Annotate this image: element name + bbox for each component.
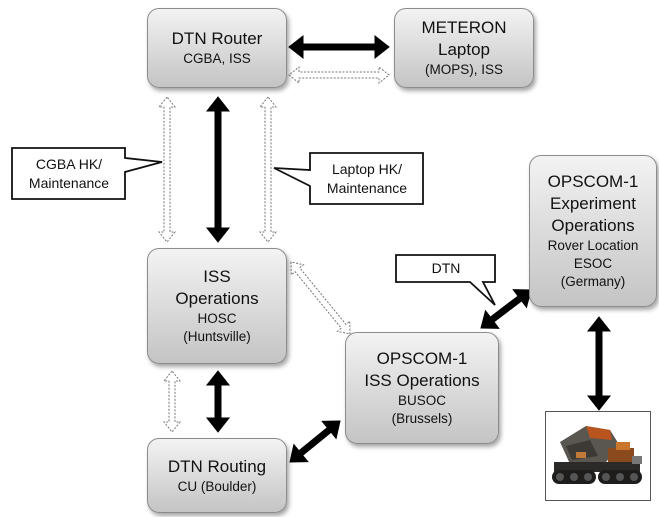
callout-laptop-bubble — [273, 152, 424, 205]
opscom-iss-sub-1: BUSOC — [397, 393, 446, 408]
arrow-iss-ops-dtn-routing — [205, 370, 231, 433]
dtn-routing-sub: CU (Boulder) — [177, 478, 257, 494]
meteron-laptop-box: METERON Laptop (MOPS), ISS — [394, 8, 534, 88]
callout-laptop-line-1: Laptop HK/ — [331, 161, 403, 177]
callout-dtn-bubble — [395, 254, 496, 306]
opscom-exp-title-3: Operations — [551, 216, 635, 235]
callout-dtn-text: DTN — [431, 260, 461, 276]
opscom-exp-sub-3: (Germany) — [560, 274, 626, 289]
opscom-iss-title-2: ISS Operations — [364, 371, 480, 390]
iss-ops-title-1: ISS — [203, 267, 231, 286]
iss-operations-box: ISS Operations HOSC (Huntsville) — [147, 248, 287, 364]
meteron-sub: (MOPS), ISS — [424, 62, 503, 77]
arrow-router-meteron-hk — [288, 65, 390, 85]
rover-icon — [546, 412, 649, 499]
arrow-busoc-dtn-routing — [289, 420, 341, 463]
dtn-router-sub: CGBA, ISS — [183, 51, 251, 66]
arrow-router-meteron — [288, 34, 390, 60]
dtn-router-box: DTN Router CGBA, ISS — [147, 8, 287, 88]
opscom-iss-sub-2: (Brussels) — [391, 411, 453, 426]
arrow-router-iss-ops — [205, 96, 231, 243]
callout-dtn: DTN — [398, 259, 494, 278]
arrow-iss-ops-dtn-routing-secondary — [162, 370, 182, 433]
opscom-exp-title-1: OPSCOM-1 — [547, 172, 639, 191]
iss-ops-sub-2: (Huntsville) — [183, 329, 251, 344]
callout-laptop-line-2: Maintenance — [326, 180, 408, 196]
callout-cgba-bubble — [11, 147, 163, 200]
dtn-routing-box: DTN Routing CU (Boulder) — [147, 438, 287, 513]
opscom-exp-sub-2: ESOC — [573, 256, 613, 271]
callout-cgba-line-1: CGBA HK/ — [35, 156, 103, 172]
callout-laptop: Laptop HK/ Maintenance — [312, 160, 422, 198]
arrow-router-iss-ops-cgba — [157, 96, 177, 243]
opscom-experiment-box: OPSCOM-1 Experiment Operations Rover Loc… — [529, 155, 657, 307]
arrow-iss-ops-busoc — [290, 261, 351, 335]
dtn-routing-title: DTN Routing — [167, 456, 267, 476]
dtn-router-title: DTN Router — [171, 29, 263, 48]
meteron-title-1: METERON — [421, 18, 507, 37]
rover-image — [545, 411, 651, 501]
meteron-title-2: Laptop — [438, 40, 490, 59]
iss-ops-sub-1: HOSC — [197, 311, 237, 326]
opscom-iss-title-1: OPSCOM-1 — [376, 349, 468, 368]
iss-ops-title-2: Operations — [175, 289, 259, 308]
callout-cgba-line-2: Maintenance — [28, 175, 110, 191]
opscom-iss-operations-box: OPSCOM-1 ISS Operations BUSOC (Brussels) — [345, 332, 499, 444]
arrow-router-iss-ops-laptop — [258, 96, 278, 243]
opscom-exp-sub-1: Rover Location — [547, 238, 639, 253]
callout-cgba: CGBA HK/ Maintenance — [14, 155, 124, 193]
opscom-exp-title-2: Experiment — [550, 194, 636, 213]
arrow-esoc-rover — [586, 316, 612, 411]
